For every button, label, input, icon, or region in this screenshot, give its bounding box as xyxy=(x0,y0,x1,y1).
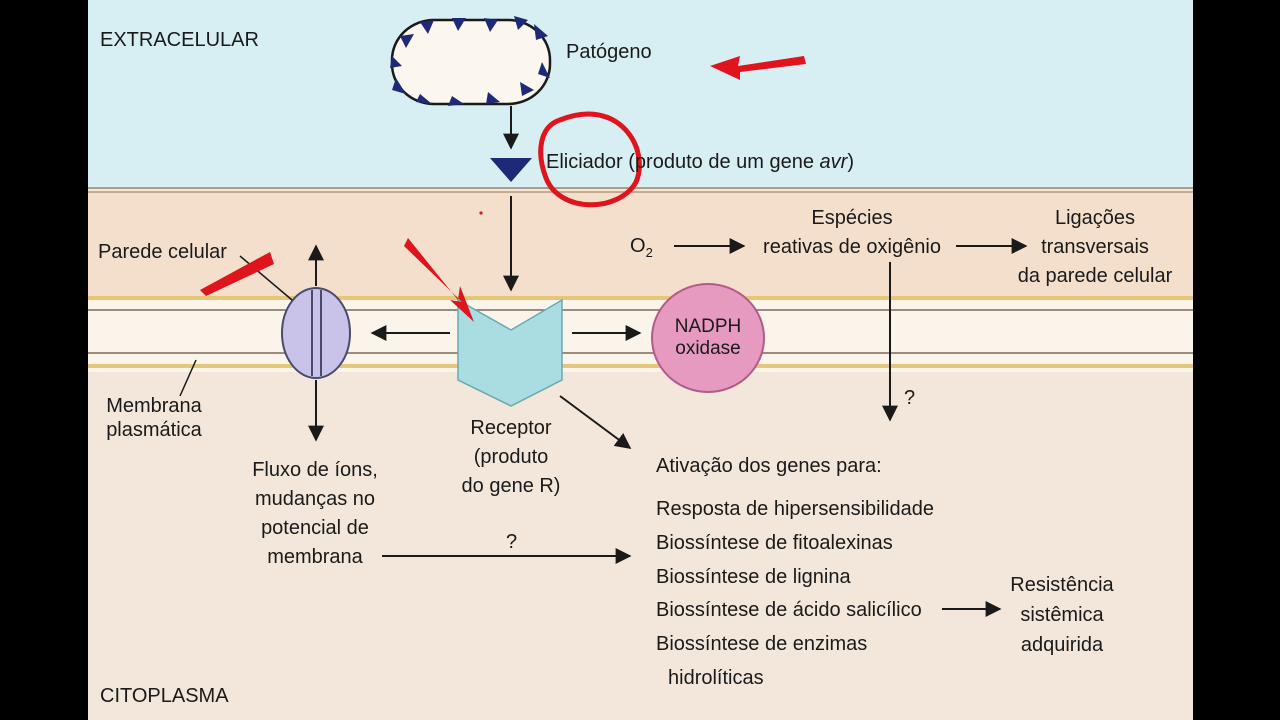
crosslinks-label: Ligações transversais da parede celular xyxy=(1004,204,1186,291)
plasma-membrane-label-line: plasmática xyxy=(106,419,202,441)
gene-activation-item: Biossíntese de ácido salicílico xyxy=(656,599,922,621)
pathogen-label: Patógeno xyxy=(566,41,652,63)
oxygen-symbol: O xyxy=(630,235,646,257)
crosslinks-label-line: da parede celular xyxy=(1017,265,1173,287)
elicitor-gene: avr xyxy=(819,151,848,173)
annotation-arrow-pathogen xyxy=(710,56,806,80)
cell-wall-label: Parede celular xyxy=(98,241,227,263)
extracellular-label: EXTRACELULAR xyxy=(100,29,259,51)
annotation-slash-wall xyxy=(200,252,274,296)
nadph-oxidase-shape xyxy=(651,283,765,393)
crosslinks-label-line: Ligações xyxy=(1054,207,1136,229)
elicitor-name: Eliciador xyxy=(546,151,623,173)
diagram-figure xyxy=(88,0,1193,720)
elicitor-desc-prefix: (produto de um gene xyxy=(628,151,820,173)
annotation-dot xyxy=(479,211,483,215)
gene-activation-item: Biossíntese de lignina xyxy=(656,566,851,588)
ion-flux-label-line: membrana xyxy=(267,546,363,568)
ion-flux-label: Fluxo de íons, mudanças no potencial de … xyxy=(244,456,386,572)
oxygen-label: O2 xyxy=(630,234,653,265)
question-mark-ion-flux: ? xyxy=(506,531,518,553)
gene-activation-item: Resposta de hipersensibilidade xyxy=(656,498,934,520)
receptor-label-line: Receptor xyxy=(470,417,552,439)
nadph-label: NADPH oxidase xyxy=(640,316,776,360)
plasma-membrane-label-line: Membrana xyxy=(106,395,202,417)
gene-activation-item: Biossíntese de enzimas xyxy=(656,633,868,655)
elicitor-desc-suffix: ) xyxy=(847,151,854,173)
sar-label-line: Resistência xyxy=(1010,574,1114,596)
elicitor-label: Eliciador (produto de um gene avr) xyxy=(546,150,854,174)
receptor-label-line: (produto xyxy=(473,446,549,468)
ros-label-line: Espécies xyxy=(811,207,893,229)
annotation-circle-elicitor xyxy=(538,111,642,208)
gene-activation-item: hidrolíticas xyxy=(668,667,764,689)
label-leaders xyxy=(179,255,293,397)
cell-wall-band xyxy=(88,192,1193,296)
cytoplasm-label: CITOPLASMA xyxy=(100,685,229,707)
ion-flux-label-line: mudanças no xyxy=(254,488,376,510)
boundary-lines xyxy=(88,187,1193,368)
receptor-label: Receptor (produto do gene R) xyxy=(456,414,566,501)
question-mark-ros: ? xyxy=(904,387,916,409)
elicitor-shape xyxy=(490,158,532,182)
ros-label: Espécies reativas de oxigênio xyxy=(744,204,960,262)
gene-activation-item: Biossíntese de fitoalexinas xyxy=(656,532,893,554)
ion-flux-label-line: Fluxo de íons, xyxy=(252,459,378,481)
sar-label-line: sistêmica xyxy=(1020,604,1104,626)
nadph-label-line: NADPH xyxy=(674,316,742,337)
plasma-membrane-label: Membrana plasmática xyxy=(96,394,212,442)
ion-channel-shape xyxy=(281,287,351,379)
annotation-arrow-receptor xyxy=(404,238,474,322)
red-annotations xyxy=(200,56,806,322)
ros-label-line: reativas de oxigênio xyxy=(763,236,941,258)
pathogen-shape xyxy=(390,16,552,106)
sar-label: Resistência sistêmica adquirida xyxy=(1000,570,1124,660)
pathway-arrows xyxy=(308,106,1028,617)
receptor-shape xyxy=(457,298,563,407)
cytoplasm-region xyxy=(88,372,1193,720)
receptor-label-line: do gene R) xyxy=(461,475,561,497)
gene-activation-heading: Ativação dos genes para: xyxy=(656,455,882,477)
ion-flux-label-line: potencial de xyxy=(261,517,369,539)
sar-label-line: adquirida xyxy=(1020,634,1104,656)
crosslinks-label-line: transversais xyxy=(1041,236,1149,258)
nadph-label-line: oxidase xyxy=(675,338,741,359)
oxygen-subscript: 2 xyxy=(645,245,653,260)
